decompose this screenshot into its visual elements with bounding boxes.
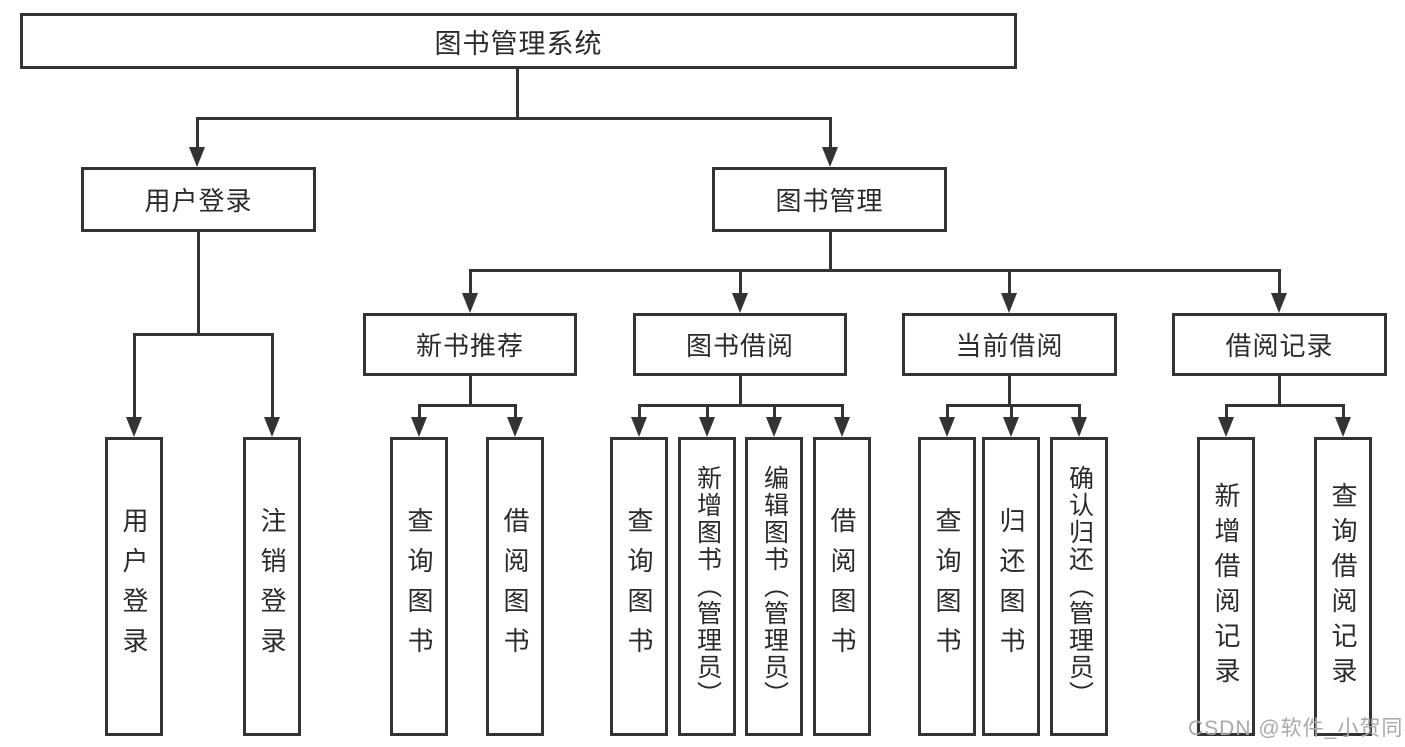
- arrow-down-icon: [462, 293, 478, 313]
- arrow-down-icon: [631, 417, 647, 437]
- connector-borrowing-bar: [637, 404, 844, 407]
- arrow-down-icon: [732, 293, 748, 313]
- leaf-query-books-current-label: 查询图书: [932, 506, 962, 667]
- connector-current-stem: [1007, 376, 1011, 407]
- leaf-query-books-current: 查询图书: [918, 437, 976, 736]
- connector-recommend-bar: [417, 404, 517, 407]
- node-book-borrowing-label: 图书借阅: [685, 331, 794, 361]
- leaf-borrow-books-borrowing: 借阅图书: [813, 437, 871, 736]
- node-current-borrowing: 当前借阅: [902, 313, 1117, 376]
- leaf-edit-book-admin-label: 编辑图书（管理员）: [760, 465, 789, 708]
- connector-records-bar: [1224, 404, 1345, 407]
- connector-book-mgmt-drop-1: [468, 269, 472, 295]
- arrow-down-icon: [126, 417, 142, 437]
- arrow-down-icon: [1335, 417, 1351, 437]
- leaf-query-books-recommend-label: 查询图书: [404, 506, 434, 667]
- connector-user-login-stem: [196, 232, 200, 336]
- connector-borrowing-stem: [738, 376, 742, 407]
- leaf-query-books-recommend: 查询图书: [390, 437, 448, 736]
- node-book-management: 图书管理: [712, 167, 947, 232]
- connector-root-right-drop: [828, 117, 832, 150]
- leaf-borrow-books-recommend: 借阅图书: [486, 437, 544, 736]
- connector-current-drop-1: [945, 404, 949, 420]
- leaf-logout: 注销登录: [243, 437, 301, 736]
- node-new-book-recommend-label: 新书推荐: [415, 331, 524, 361]
- arrow-down-icon: [822, 147, 838, 167]
- node-book-borrowing: 图书借阅: [633, 313, 847, 376]
- node-root-label: 图书管理系统: [434, 28, 603, 59]
- connector-borrowing-drop-2: [705, 404, 709, 420]
- arrow-down-icon: [834, 417, 850, 437]
- connector-user-login-drop-1: [132, 333, 136, 419]
- leaf-add-book-admin-label: 新增图书（管理员）: [693, 465, 722, 708]
- csdn-watermark: CSDN @软件_小贺同学: [1188, 717, 1405, 740]
- node-borrow-records-label: 借阅记录: [1225, 331, 1334, 361]
- node-book-management-label: 图书管理: [775, 186, 884, 216]
- leaf-borrow-books-borrowing-label: 借阅图书: [827, 506, 857, 667]
- arrow-down-icon: [507, 417, 523, 437]
- leaf-user-login-label: 用户登录: [119, 506, 149, 667]
- node-borrow-records: 借阅记录: [1172, 313, 1387, 376]
- arrow-down-icon: [1218, 417, 1234, 437]
- leaf-query-books-borrowing-label: 查询图书: [624, 506, 654, 667]
- leaf-user-login: 用户登录: [105, 437, 163, 736]
- connector-current-bar: [945, 404, 1081, 407]
- arrow-down-icon: [1001, 293, 1017, 313]
- connector-book-mgmt-drop-2: [738, 269, 742, 295]
- leaf-query-borrow-record-label: 查询借阅记录: [1328, 481, 1358, 692]
- node-user-login-label: 用户登录: [144, 186, 253, 216]
- connector-user-login-bar: [132, 333, 274, 336]
- connector-records-drop-1: [1224, 404, 1228, 420]
- connector-current-drop-3: [1077, 404, 1081, 420]
- connector-book-mgmt-stem: [828, 232, 832, 272]
- connector-borrowing-drop-4: [840, 404, 844, 420]
- node-current-borrowing-label: 当前借阅: [955, 331, 1064, 361]
- connector-recommend-stem: [468, 376, 472, 407]
- connector-book-mgmt-bar: [468, 269, 1281, 272]
- connector-records-stem: [1277, 376, 1281, 407]
- connector-current-drop-2: [1009, 404, 1013, 420]
- node-new-book-recommend: 新书推荐: [363, 313, 577, 376]
- leaf-confirm-return-admin: 确认归还（管理员）: [1050, 437, 1108, 736]
- connector-root-left-drop: [195, 117, 199, 150]
- arrow-down-icon: [766, 417, 782, 437]
- connector-recommend-drop-1: [417, 404, 421, 420]
- arrow-down-icon: [699, 417, 715, 437]
- arrow-down-icon: [1003, 417, 1019, 437]
- arrow-down-icon: [1071, 417, 1087, 437]
- node-root: 图书管理系统: [20, 13, 1017, 69]
- leaf-logout-label: 注销登录: [257, 506, 287, 667]
- connector-root-stem: [515, 69, 519, 118]
- leaf-add-book-admin: 新增图书（管理员）: [678, 437, 736, 736]
- connector-records-drop-2: [1341, 404, 1345, 420]
- arrow-down-icon: [189, 147, 205, 167]
- leaf-borrow-books-recommend-label: 借阅图书: [500, 506, 530, 667]
- leaf-query-borrow-record: 查询借阅记录: [1314, 437, 1372, 736]
- connector-root-bar: [195, 117, 832, 120]
- leaf-query-books-borrowing: 查询图书: [610, 437, 668, 736]
- leaf-add-borrow-record-label: 新增借阅记录: [1211, 481, 1241, 692]
- arrow-down-icon: [939, 417, 955, 437]
- connector-book-mgmt-drop-3: [1007, 269, 1011, 295]
- connector-book-mgmt-drop-4: [1277, 269, 1281, 295]
- arrow-down-icon: [411, 417, 427, 437]
- arrow-down-icon: [264, 417, 280, 437]
- leaf-return-books: 归还图书: [982, 437, 1040, 736]
- node-user-login: 用户登录: [81, 167, 316, 232]
- leaf-edit-book-admin: 编辑图书（管理员）: [745, 437, 803, 736]
- leaf-confirm-return-admin-label: 确认归还（管理员）: [1065, 465, 1094, 708]
- leaf-return-books-label: 归还图书: [996, 506, 1026, 667]
- leaf-add-borrow-record: 新增借阅记录: [1197, 437, 1255, 736]
- arrow-down-icon: [1271, 293, 1287, 313]
- connector-user-login-drop-2: [270, 333, 274, 419]
- connector-borrowing-drop-1: [637, 404, 641, 420]
- connector-borrowing-drop-3: [772, 404, 776, 420]
- connector-recommend-drop-2: [513, 404, 517, 420]
